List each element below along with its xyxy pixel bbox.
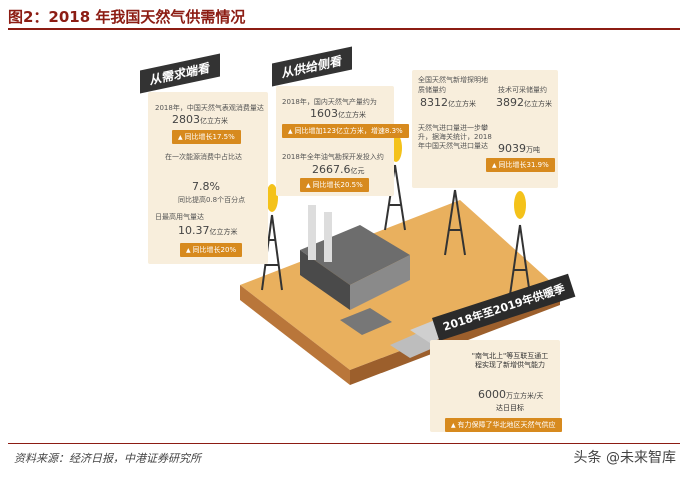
factory-front <box>300 250 350 310</box>
output-value: 1603亿立方米 <box>310 107 366 120</box>
heating-panel <box>430 340 560 432</box>
factory-side <box>350 255 410 310</box>
import-label: 天然气进口量进一步攀升，据海关统计，2018年中国天然气进口量达 <box>418 124 492 150</box>
project-label: "南气北上"等互联互通工程实现了新增供气能力 <box>471 352 549 369</box>
flame-icon <box>266 184 278 212</box>
daily-label: 日最高用气量达 <box>155 213 204 221</box>
guarantee-badge: 有力保障了华北地区天然气供应 <box>445 418 562 432</box>
share-value: 7.8% <box>192 180 220 193</box>
reserve-label: 全国天然气新增探明地质储量约 <box>418 76 488 94</box>
derrick-right-1 <box>444 189 466 256</box>
target-label: 达日目标 <box>496 404 524 412</box>
reserve-value: 8312亿立方米 <box>420 96 476 109</box>
output-growth-badge: 同比增加123亿立方米，增速8.3% <box>282 124 409 138</box>
source-note: 资料来源：经济日报，中港证券研究所 <box>14 452 201 465</box>
daily-value: 10.37亿立方米 <box>178 224 238 237</box>
consumption-value: 2803亿立方米 <box>172 113 228 126</box>
footer-rule <box>8 443 680 444</box>
demand-panel <box>148 92 268 264</box>
watermark: 头条 @未来智库 <box>573 450 676 466</box>
daily-growth-badge: 同比增长20% <box>180 243 243 257</box>
page-title: 图2：2018 年我国天然气供需情况 <box>8 8 246 26</box>
chimney-left <box>308 205 316 260</box>
import-value: 9039万吨 <box>498 142 540 155</box>
recoverable-value: 3892亿立方米 <box>496 96 552 109</box>
invest-value: 2667.6亿元 <box>312 163 365 176</box>
invest-growth-badge: 同比增长20.5% <box>300 178 369 192</box>
capacity-value: 6000万立方米/天 <box>478 388 544 401</box>
output-label: 2018年，国内天然气产量约为 <box>282 98 377 106</box>
small-building <box>340 308 392 335</box>
consumption-label: 2018年，中国天然气表观消费量达 <box>155 104 264 112</box>
recoverable-label: 技术可采储量约 <box>498 86 547 94</box>
import-growth-badge: 同比增长31.9% <box>486 158 555 172</box>
invest-label: 2018年全年油气勘探开发投入约 <box>282 153 384 161</box>
share-label: 在一次能源消费中占比达 <box>165 153 242 161</box>
share-change: 同比提高0.8个百分点 <box>178 196 246 204</box>
ground-edge <box>240 285 350 385</box>
flame-icon <box>514 191 526 219</box>
chimney-right <box>324 212 332 262</box>
consumption-growth-badge: 同比增长17.5% <box>172 130 241 144</box>
derrick-right-2 <box>509 224 531 296</box>
title-rule <box>8 28 680 30</box>
